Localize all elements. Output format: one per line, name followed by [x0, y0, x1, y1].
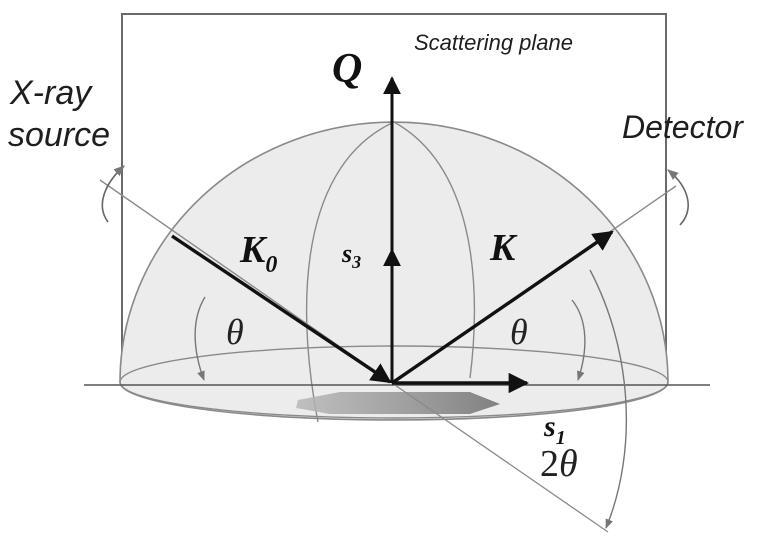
k-vector: [391, 230, 614, 385]
theta-arc-right: [571, 299, 586, 381]
detector-label: Detector: [622, 109, 744, 145]
equator-ellipse: [119, 345, 669, 419]
theta-arc-left: [194, 296, 206, 381]
k0-label-main: K: [239, 229, 268, 271]
sample-plate: [296, 392, 500, 414]
s1-label-main: s: [543, 410, 556, 443]
detector-rotation-arrow: [667, 169, 689, 226]
theta-left-label: θ: [226, 312, 244, 352]
k0-vector: [171, 234, 392, 384]
source-label-line1: X-ray: [9, 74, 93, 112]
q-label: Q: [332, 46, 362, 92]
k0-label-sub: 0: [265, 252, 277, 278]
meridian-left: [305, 121, 395, 423]
s1-label: s1: [543, 410, 566, 449]
source-rotation-arrow: [101, 165, 125, 223]
s3-label-sub: 3: [351, 252, 361, 272]
k0-label: K0: [239, 229, 277, 278]
two-theta-sym: θ: [559, 443, 578, 485]
two-theta-num: 2: [540, 443, 559, 485]
two-theta-arc: [589, 269, 628, 529]
scattering-plane-label: Scattering plane: [414, 30, 573, 55]
k-label: K: [489, 227, 518, 269]
theta-right-label: θ: [510, 312, 528, 352]
source-label-line2: source: [8, 116, 110, 154]
two-theta-label: 2θ: [540, 443, 578, 485]
two-theta-line: [391, 382, 609, 533]
meridian-right: [393, 121, 476, 379]
s3-label: s3: [341, 239, 361, 272]
s1-label-sub: 1: [556, 427, 566, 449]
s3-label-main: s: [341, 239, 352, 268]
